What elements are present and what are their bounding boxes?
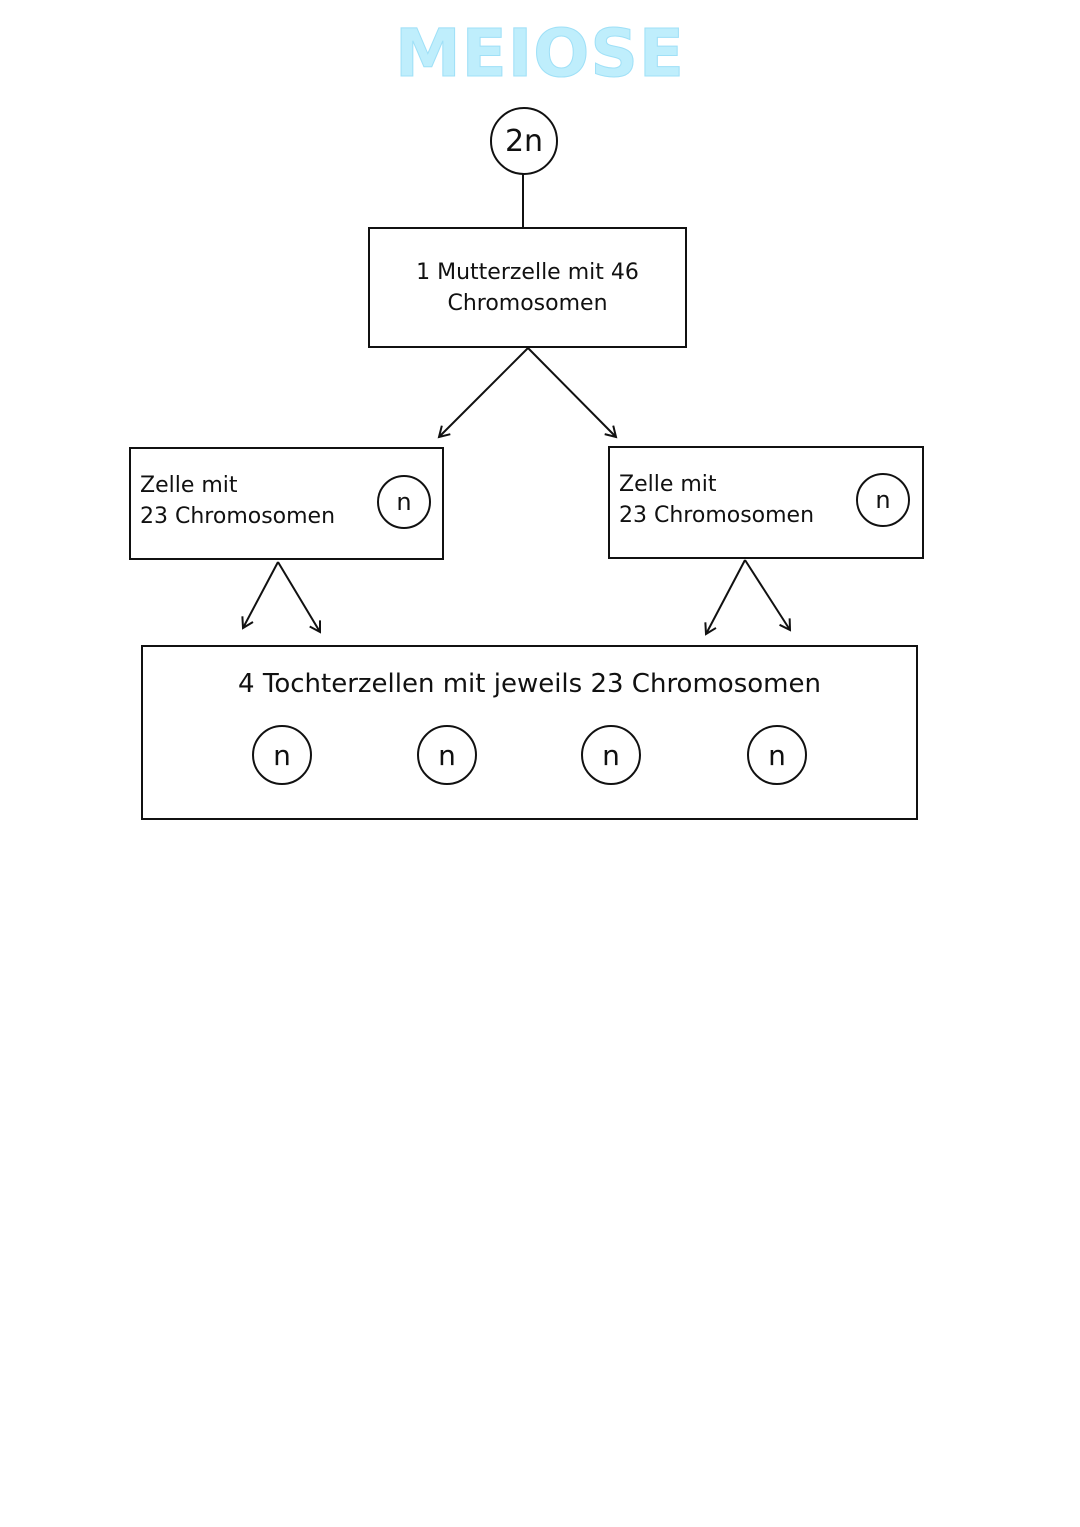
- haploid-circle-right: n: [856, 473, 910, 527]
- mother-cell-line1: 1 Mutterzelle mit 46: [416, 260, 639, 285]
- haploid-circle-left: n: [377, 475, 431, 529]
- cell-right-line1: Zelle mit: [619, 472, 717, 497]
- daughter-cells-label: 4 Tochterzellen mit jeweils 23 Chromosom…: [238, 669, 821, 699]
- mother-cell-line2: Chromosomen: [447, 291, 608, 316]
- daughter-cell-circle-4: n: [747, 725, 807, 785]
- arrow-mother-to-left: [437, 347, 529, 439]
- haploid-label: n: [438, 738, 456, 772]
- haploid-label: n: [396, 488, 412, 516]
- diploid-circle: 2n: [490, 107, 558, 175]
- arrow-left-cell-a: [241, 561, 279, 630]
- diagram-title: MEIOSE: [394, 15, 686, 93]
- haploid-label: n: [768, 738, 786, 772]
- haploid-label: n: [273, 738, 291, 772]
- haploid-label: n: [875, 486, 891, 514]
- cell-right-line2: 23 Chromosomen: [619, 503, 815, 528]
- diploid-label: 2n: [504, 123, 544, 159]
- haploid-label: n: [602, 738, 620, 772]
- cell-left-line1: Zelle mit: [140, 473, 238, 498]
- mother-cell-box: [368, 227, 687, 348]
- daughter-cell-circle-2: n: [417, 725, 477, 785]
- arrow-right-cell-b: [744, 559, 792, 632]
- daughter-cell-circle-1: n: [252, 725, 312, 785]
- arrow-left-cell-b: [277, 561, 321, 634]
- cell-left-line2: 23 Chromosomen: [140, 504, 336, 529]
- arrow-right-cell-a: [704, 559, 746, 636]
- daughter-cell-circle-3: n: [581, 725, 641, 785]
- arrow-mother-to-right: [527, 347, 618, 439]
